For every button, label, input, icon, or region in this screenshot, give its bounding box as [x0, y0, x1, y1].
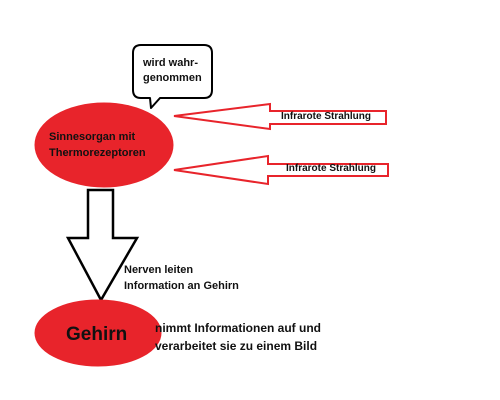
sense-organ-ellipse	[34, 102, 174, 188]
brain-description: nimmt Informationen auf und verarbeitet …	[155, 319, 321, 355]
brain-description-line-2: verarbeitet sie zu einem Bild	[155, 339, 318, 353]
infrared-ray-label-1: Infrarote Strahlung	[281, 111, 372, 122]
sense-organ-label: Sinnesorgan mit Thermorezeptoren	[49, 129, 146, 161]
brain-label: Gehirn	[66, 324, 128, 345]
nerve-caption-line-2: Information an Gehirn	[124, 280, 239, 292]
infrared-ray-arrow-2	[173, 154, 389, 186]
sense-organ-line-2: Thermorezeptoren	[49, 147, 146, 159]
infrared-ray-label-2: Infrarote Strahlung	[286, 163, 377, 174]
brain-ellipse	[34, 299, 162, 367]
brain-description-line-1: nimmt Informationen auf und	[155, 321, 321, 335]
speech-bubble-line-1: wird wahr-	[143, 57, 199, 69]
nerve-down-arrow	[65, 188, 140, 303]
nerve-arrow-caption: Nerven leiten Information an Gehirn	[124, 262, 239, 294]
infrared-ray-arrow-1	[173, 102, 387, 131]
speech-bubble-shape	[132, 44, 213, 109]
nerve-caption-line-1: Nerven leiten	[124, 264, 194, 276]
speech-bubble-text: wird wahr- genommen	[143, 56, 209, 86]
sense-organ-line-1: Sinnesorgan mit	[49, 131, 136, 143]
speech-bubble-line-2: genommen	[143, 72, 202, 84]
